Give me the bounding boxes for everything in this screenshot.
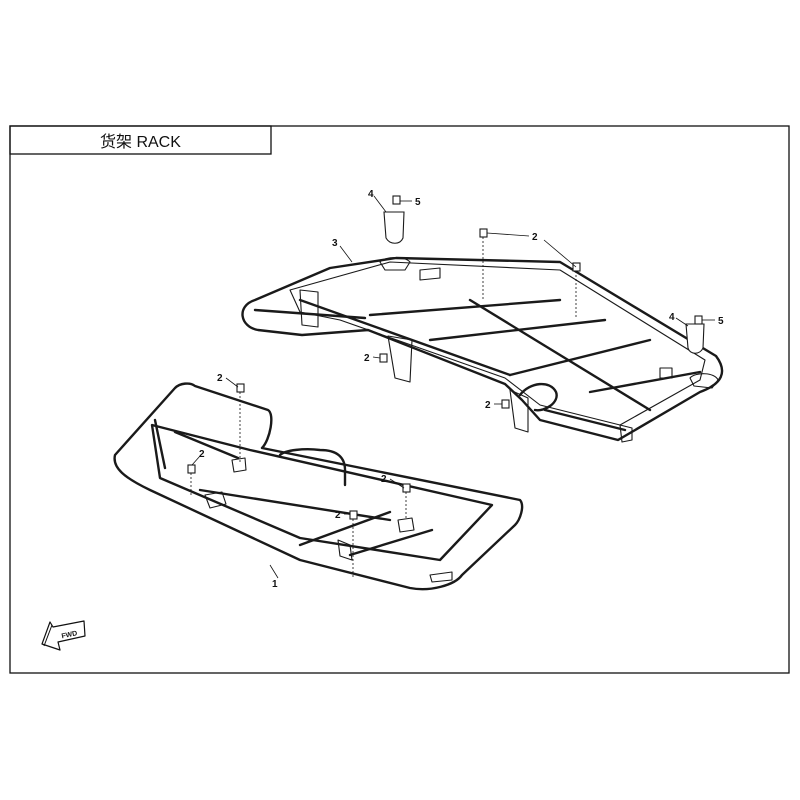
- bracket-4-right: [685, 323, 705, 354]
- callout-5-right: 5: [718, 316, 724, 327]
- callout-1: 1: [272, 579, 278, 590]
- title-block: 货架 RACK: [9, 125, 272, 155]
- callout-2-front-center: 2: [335, 510, 341, 521]
- bolt-2-rear-bottom: [501, 399, 510, 409]
- front-rack: [113, 382, 524, 591]
- nut-5-left: [392, 195, 401, 205]
- callout-4-left: 4: [368, 189, 374, 200]
- rear-rack: [241, 256, 724, 443]
- bolt-2-rear-left: [379, 353, 388, 363]
- drawing-frame: [9, 125, 790, 674]
- callout-2-front-left: 2: [199, 449, 205, 460]
- callout-2-rear-left: 2: [364, 353, 370, 364]
- bolt-2-front-left: [187, 464, 196, 474]
- callout-2-top: 2: [532, 232, 538, 243]
- callout-labels: 1 2 2 2 2 2 2 2 3 4 4 5 5: [199, 189, 724, 590]
- callout-2-front-top: 2: [217, 373, 223, 384]
- diagram-title: 货架 RACK: [100, 133, 181, 151]
- bolt-2-right: [572, 262, 581, 272]
- leader-lines: [190, 195, 715, 579]
- direction-badge-label: FWD: [61, 630, 78, 640]
- bolt-2-front-right: [402, 483, 411, 493]
- callout-5-left: 5: [415, 197, 421, 208]
- nut-5-right: [694, 315, 703, 325]
- bolt-2-front-top: [236, 383, 245, 393]
- callout-2-rear-bottom: 2: [485, 400, 491, 411]
- bolt-2-top: [479, 228, 488, 238]
- bolt-2-front-center: [349, 510, 358, 520]
- forward-direction-arrow-icon: FWD: [41, 620, 86, 651]
- callout-2-front-right: 2: [381, 474, 387, 485]
- callout-4-right: 4: [669, 312, 675, 323]
- bracket-4-left: [383, 211, 405, 244]
- callout-3: 3: [332, 238, 338, 249]
